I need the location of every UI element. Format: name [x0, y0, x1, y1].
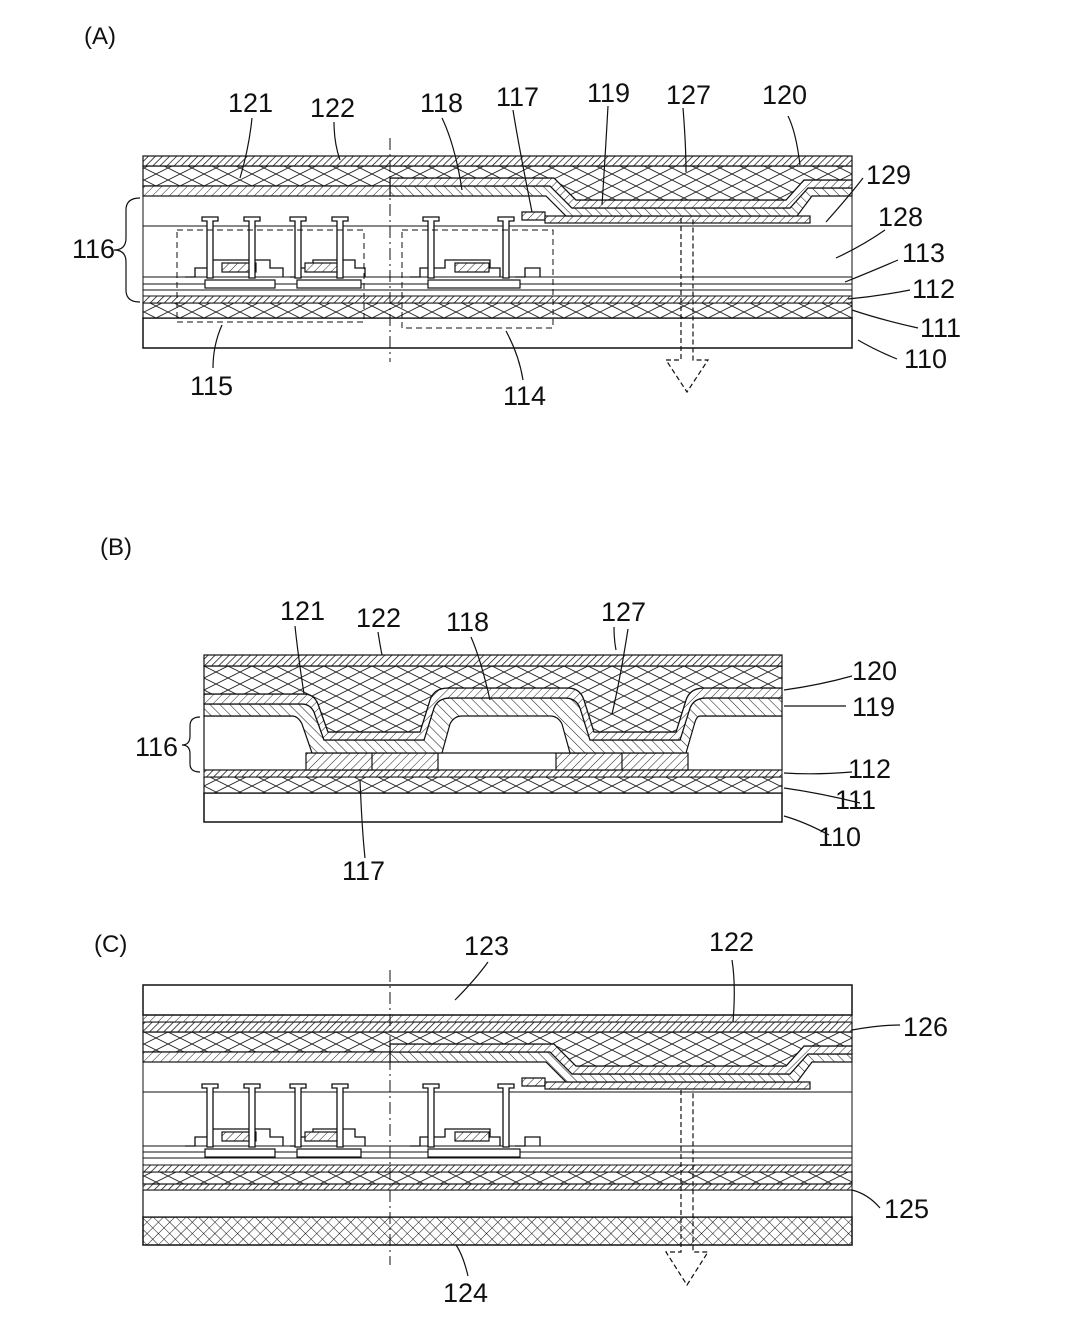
label-120: 120 [852, 656, 897, 686]
electrode-117 [522, 212, 545, 220]
label-112: 112 [848, 754, 891, 784]
label-121: 121 [280, 596, 325, 626]
label-113: 113 [902, 238, 945, 268]
label-117: 117 [342, 856, 385, 886]
label-122: 122 [310, 93, 355, 123]
label-122: 122 [356, 603, 401, 633]
label-127: 127 [666, 80, 711, 110]
substrate-110 [204, 793, 782, 822]
layer-111 [204, 777, 782, 793]
layer-112 [143, 296, 852, 303]
label-116: 116 [72, 234, 115, 264]
label-119: 119 [587, 78, 630, 108]
label-118: 118 [446, 607, 489, 637]
label-129: 129 [866, 160, 911, 190]
layer-122 [204, 655, 782, 666]
label-111: 111 [835, 785, 876, 815]
label-121: 121 [228, 88, 273, 118]
label-126: 126 [903, 1012, 948, 1042]
label-110: 110 [818, 822, 861, 852]
adhesive-125 [143, 1190, 852, 1217]
label-122: 122 [709, 927, 754, 957]
label-124: 124 [443, 1278, 488, 1308]
label-120: 120 [762, 80, 807, 110]
panel-a-label: (A) [84, 23, 116, 50]
label-117: 117 [496, 82, 539, 112]
label-116: 116 [135, 732, 178, 762]
label-123: 123 [464, 931, 509, 961]
label-128: 128 [878, 202, 923, 232]
label-114: 114 [503, 381, 546, 411]
layer-122 [143, 1022, 852, 1032]
layer-122 [143, 156, 852, 166]
layer-112 [204, 770, 782, 777]
adhesive-126 [143, 1015, 852, 1022]
label-118: 118 [420, 88, 463, 118]
support-124 [143, 1217, 852, 1245]
panel-c: (C) [94, 927, 948, 1308]
layer-111 [143, 303, 852, 318]
label-112: 112 [912, 274, 955, 304]
label-110: 110 [904, 344, 947, 374]
substrate-123 [143, 985, 852, 1015]
label-125: 125 [884, 1194, 929, 1224]
label-119: 119 [852, 692, 895, 722]
panel-b: (B) [100, 534, 897, 886]
panel-a: (A) [72, 23, 961, 411]
panel-c-label: (C) [94, 931, 127, 958]
label-111: 111 [920, 313, 961, 343]
label-127: 127 [601, 597, 646, 627]
panel-b-label: (B) [100, 534, 132, 561]
label-115: 115 [190, 371, 233, 401]
